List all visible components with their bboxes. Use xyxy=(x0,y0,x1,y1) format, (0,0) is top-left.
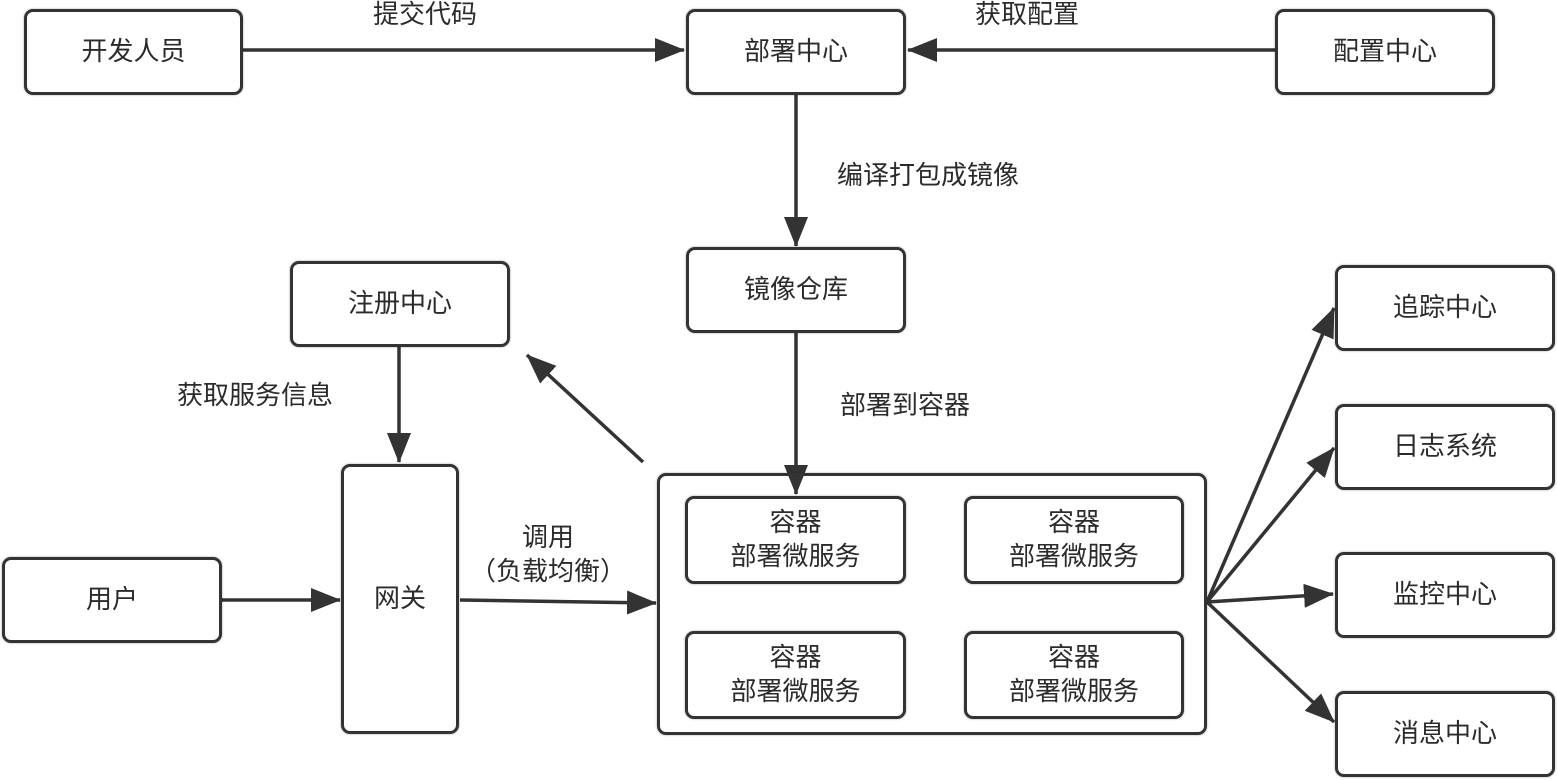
messaging-label: 消息中心 xyxy=(1392,719,1497,749)
deploy-center-label: 部署中心 xyxy=(743,37,848,67)
tracing-label: 追踪中心 xyxy=(1392,293,1497,323)
config-center-node: 配置中心 xyxy=(1275,9,1495,95)
container-subtitle: 部署微服务 xyxy=(1008,542,1139,572)
registry-node: 注册中心 xyxy=(290,261,510,347)
container-node: 容器 部署微服务 xyxy=(685,496,906,584)
edge-label-get-service-info: 获取服务信息 xyxy=(177,381,334,411)
deploy-center-node: 部署中心 xyxy=(686,9,906,95)
image-repo-label: 镜像仓库 xyxy=(743,275,848,305)
container-title: 容器 xyxy=(769,508,822,538)
gateway-label: 网关 xyxy=(373,584,426,614)
container-subtitle: 部署微服务 xyxy=(730,542,861,572)
container-subtitle: 部署微服务 xyxy=(1008,677,1139,707)
container-title: 容器 xyxy=(769,643,822,673)
container-node: 容器 部署微服务 xyxy=(685,631,906,719)
container-node: 容器 部署微服务 xyxy=(964,496,1184,584)
monitoring-node: 监控中心 xyxy=(1335,552,1555,638)
container-title: 容器 xyxy=(1047,643,1100,673)
edge-label-invoke-line1: 调用 xyxy=(521,523,574,553)
user-label: 用户 xyxy=(85,585,138,615)
developer-label: 开发人员 xyxy=(81,37,186,67)
edge-label-deploy-to-container: 部署到容器 xyxy=(840,391,971,421)
edge-label-build-image: 编译打包成镜像 xyxy=(837,161,1020,191)
container-node: 容器 部署微服务 xyxy=(964,631,1184,719)
edge-gateway-to-containers xyxy=(459,590,657,615)
logging-node: 日志系统 xyxy=(1335,404,1555,490)
edge-label-invoke-line2: （负载均衡） xyxy=(469,557,626,587)
developer-node: 开发人员 xyxy=(24,9,243,95)
tracing-node: 追踪中心 xyxy=(1335,265,1555,351)
edge-label-get-config: 获取配置 xyxy=(975,0,1080,30)
container-subtitle: 部署微服务 xyxy=(730,677,861,707)
messaging-node: 消息中心 xyxy=(1335,691,1555,777)
config-center-label: 配置中心 xyxy=(1332,37,1437,67)
edge-label-commit-code: 提交代码 xyxy=(373,0,478,30)
edge-containers-to-messaging xyxy=(1205,600,1336,724)
container-group xyxy=(657,473,1207,735)
edge-label-invoke: 调用 （负载均衡） xyxy=(468,521,628,589)
edge-containers-to-logging xyxy=(1205,446,1336,604)
gateway-node: 网关 xyxy=(341,464,459,734)
edge-containers-to-registry xyxy=(525,353,645,464)
edge-containers-to-monitoring xyxy=(1206,583,1334,608)
user-node: 用户 xyxy=(2,557,222,643)
container-title: 容器 xyxy=(1047,508,1100,538)
logging-label: 日志系统 xyxy=(1392,432,1497,462)
edge-containers-to-tracing xyxy=(1205,307,1336,603)
monitoring-label: 监控中心 xyxy=(1392,580,1497,610)
registry-label: 注册中心 xyxy=(347,289,452,319)
image-repo-node: 镜像仓库 xyxy=(686,247,906,333)
